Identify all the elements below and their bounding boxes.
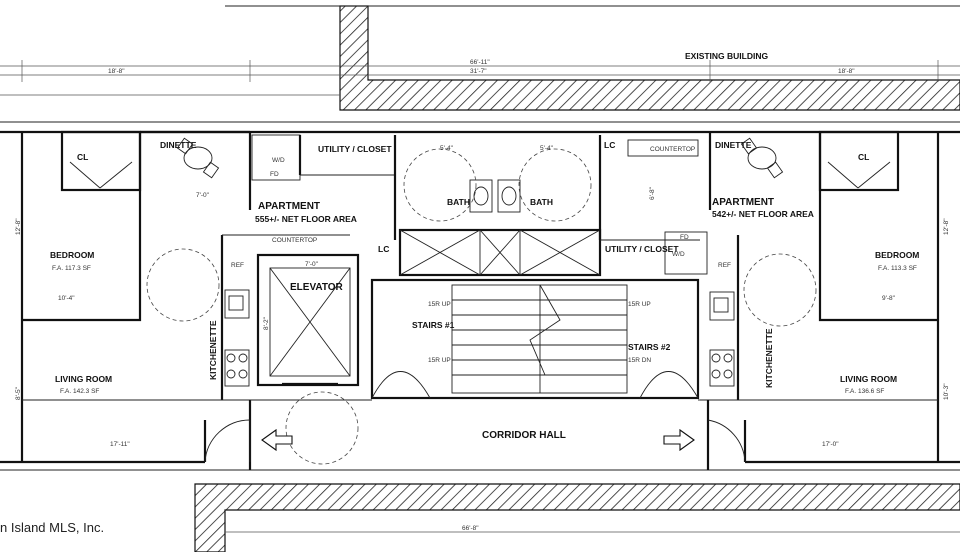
existing-building-wall xyxy=(225,5,960,111)
left-closet-marks xyxy=(69,161,133,189)
dim-left-unit-side: 12'-8" xyxy=(15,218,22,235)
left-fd-label: FD xyxy=(270,171,279,178)
right-living-fa-label: F.A. 136.6 SF xyxy=(845,388,884,395)
dim-bath-left: 5'-4" xyxy=(440,145,454,152)
left-wd-label: W/D xyxy=(272,157,285,164)
dim-living-right: 17'-0" xyxy=(822,441,839,448)
riser-up-a: 15R UP xyxy=(428,301,451,308)
left-kitchenette-label: KITCHENETTE xyxy=(208,320,218,380)
dim-dinette-left: 7'-0" xyxy=(196,192,210,199)
dim-left-unit-lower: 8'-5" xyxy=(15,386,22,400)
right-wd-label: W/D xyxy=(672,251,685,258)
right-dinette-label: DINETTE xyxy=(715,140,752,150)
left-lc-label: LC xyxy=(378,244,389,254)
right-lc-label: LC xyxy=(604,140,615,150)
left-kitchenette-fixtures xyxy=(224,289,250,387)
right-floor-area-label: 542+/- NET FLOOR AREA xyxy=(712,209,814,219)
left-bath-label: BATH xyxy=(447,197,470,207)
dim-left-top: 18'-8" xyxy=(108,68,125,75)
left-living-room-label: LIVING ROOM xyxy=(55,374,112,384)
left-entry-door-swing xyxy=(204,419,251,463)
bottom-hatched-wall xyxy=(194,483,960,552)
right-bath-fixtures xyxy=(497,148,592,222)
dim-elevator-depth: 8'-2" xyxy=(263,316,270,330)
right-unit-walls xyxy=(598,130,938,470)
right-closet-marks xyxy=(827,161,891,189)
left-bedroom-fa-label: F.A. 117.3 SF xyxy=(52,265,91,272)
dim-bath-right: 5'-4" xyxy=(540,145,554,152)
riser-up-c: 15R UP xyxy=(428,357,451,364)
stairs-2-label: STAIRS #2 xyxy=(628,342,671,352)
left-living-fa-label: F.A. 142.3 SF xyxy=(60,388,99,395)
right-utility-closet-label: UTILITY / CLOSET xyxy=(605,244,679,254)
corridor-hall xyxy=(250,371,708,401)
dim-bedroom-left: 10'-4" xyxy=(58,295,75,302)
left-bedroom-door-swing xyxy=(146,248,220,322)
dim-right-unit-lower: 10'-3" xyxy=(943,383,950,400)
corridor-arrow-right-icon xyxy=(663,428,695,452)
riser-up-b: 15R UP xyxy=(628,301,651,308)
right-countertop-label: COUNTERTOP xyxy=(650,146,695,153)
left-unit-walls xyxy=(22,130,397,470)
right-bedroom-fa-label: F.A. 113.3 SF xyxy=(878,265,917,272)
left-dinette-label: DINETTE xyxy=(160,140,197,150)
dim-overall-top: 66'-11" xyxy=(470,59,490,66)
corridor-hall-label: CORRIDOR HALL xyxy=(482,430,566,441)
mechanical-shafts xyxy=(398,228,602,277)
right-fd-label: FD xyxy=(680,234,689,241)
mls-watermark: n Island MLS, Inc. xyxy=(0,520,104,535)
left-dinette-table xyxy=(176,137,220,179)
stairwell xyxy=(370,278,700,400)
elevator-shaft xyxy=(256,253,360,465)
right-living-room-label: LIVING ROOM xyxy=(840,374,897,384)
existing-building-label: EXISTING BUILDING xyxy=(685,51,769,61)
stairs-1-label: STAIRS #1 xyxy=(412,320,455,330)
building-walls xyxy=(0,121,960,471)
dim-living-left: 17'-11" xyxy=(110,441,130,448)
right-closet-label: CL xyxy=(858,152,869,162)
dim-dinette-right: 6'-8" xyxy=(649,186,656,200)
dim-bottom: 66'-8" xyxy=(462,525,479,532)
elevator-label: ELEVATOR xyxy=(290,282,344,293)
left-bedroom-label: BEDROOM xyxy=(50,250,94,260)
right-bedroom-door-swing xyxy=(743,253,817,327)
right-kitchenette-label: KITCHENETTE xyxy=(764,328,774,388)
right-dinette-table xyxy=(740,137,784,179)
right-apartment-label: APARTMENT xyxy=(712,197,774,208)
dim-bedroom-right: 9'-8" xyxy=(882,295,896,302)
dim-right-unit-side: 12'-8" xyxy=(943,218,950,235)
right-ref-label: REF xyxy=(718,262,731,269)
left-floor-area-label: 555+/- NET FLOOR AREA xyxy=(255,214,357,224)
dim-right-top: 18'-8" xyxy=(838,68,855,75)
top-dimension-lines xyxy=(0,60,960,96)
right-entry-door-swing xyxy=(707,419,746,463)
left-utility-closet-label: UTILITY / CLOSET xyxy=(318,144,392,154)
left-ref-label: REF xyxy=(231,262,244,269)
left-apartment-label: APARTMENT xyxy=(258,201,320,212)
left-closet-label: CL xyxy=(77,152,88,162)
right-bath-label: BATH xyxy=(530,197,553,207)
corridor-arrow-left-icon xyxy=(261,428,293,452)
left-countertop-label: COUNTERTOP xyxy=(272,237,317,244)
left-bath-fixtures xyxy=(403,148,493,222)
right-bedroom-label: BEDROOM xyxy=(875,250,919,260)
riser-dn: 15R DN xyxy=(628,357,651,364)
dim-elevator-width: 7'-0" xyxy=(305,261,319,268)
dim-center-top: 31'-7" xyxy=(470,68,487,75)
right-kitchenette-fixtures xyxy=(709,291,735,387)
